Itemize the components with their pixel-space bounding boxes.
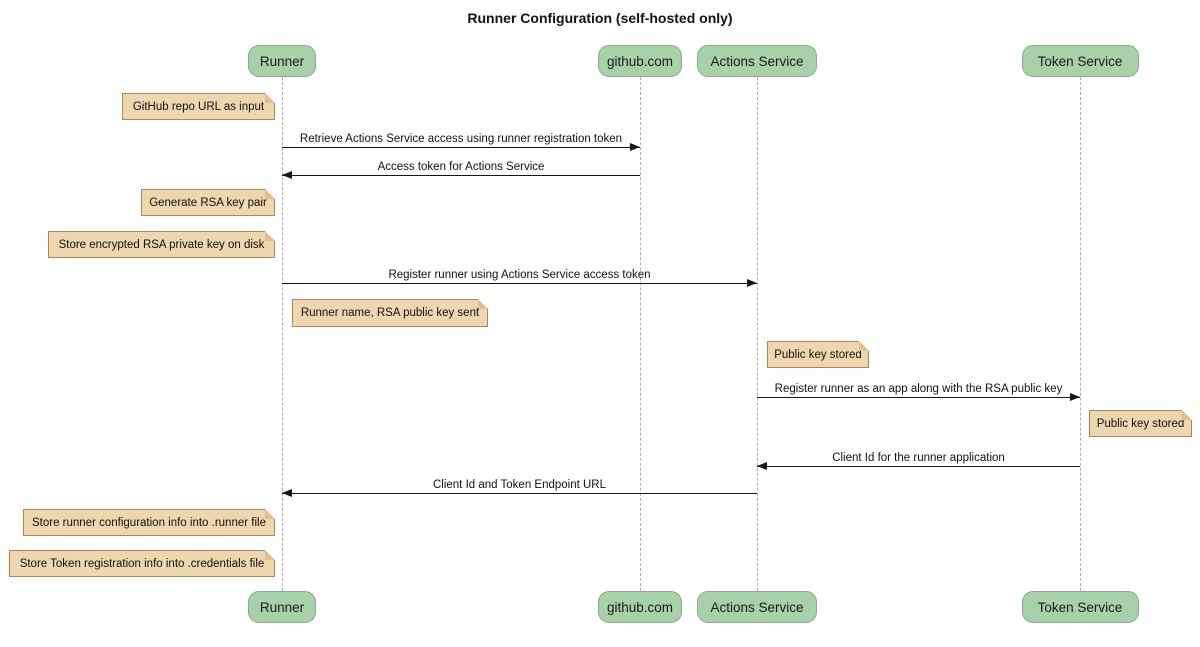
message-label: Client Id for the runner application: [832, 452, 1005, 464]
participant-actions-top: Actions Service: [697, 45, 817, 77]
message-line: [282, 283, 757, 284]
arrowhead-left-icon: [282, 489, 292, 497]
note-2: Generate RSA key pair: [141, 189, 275, 216]
message-line: [757, 397, 1080, 398]
lifeline-runner: [282, 77, 283, 591]
participant-actions-bottom: Actions Service: [697, 591, 817, 623]
note-3: Store encrypted RSA private key on disk: [48, 231, 275, 258]
message-label: Register runner using Actions Service ac…: [388, 269, 651, 281]
arrowhead-right-icon: [1070, 393, 1080, 401]
arrowhead-right-icon: [747, 279, 757, 287]
participant-runner-bottom: Runner: [248, 591, 316, 623]
message-line: [282, 175, 640, 176]
note-5: Public key stored: [767, 341, 869, 368]
arrowhead-right-icon: [630, 143, 640, 151]
note-8: Store Token registration info into .cred…: [9, 550, 275, 577]
note-6: Public key stored: [1089, 410, 1192, 437]
note-7: Store runner configuration info into .ru…: [23, 509, 275, 536]
message-line: [282, 493, 757, 494]
participant-github-top: github.com: [598, 45, 682, 77]
participant-token-top: Token Service: [1021, 45, 1139, 77]
message-label: Register runner as an app along with the…: [774, 383, 1063, 395]
note-4: Runner name, RSA public key sent: [292, 299, 488, 327]
lifeline-github: [640, 77, 641, 591]
arrowhead-left-icon: [282, 171, 292, 179]
participant-github-bottom: github.com: [598, 591, 682, 623]
participant-token-bottom: Token Service: [1021, 591, 1139, 623]
message-line: [757, 466, 1080, 467]
diagram-title: Runner Configuration (self-hosted only): [467, 10, 733, 26]
note-1: GitHub repo URL as input: [122, 93, 275, 120]
message-label: Retrieve Actions Service access using ru…: [299, 133, 623, 145]
participant-runner-top: Runner: [248, 45, 316, 77]
message-label: Access token for Actions Service: [377, 161, 545, 173]
lifeline-token: [1080, 77, 1081, 591]
message-line: [282, 147, 640, 148]
lifeline-actions: [757, 77, 758, 591]
message-label: Client Id and Token Endpoint URL: [432, 479, 607, 491]
arrowhead-left-icon: [757, 462, 767, 470]
